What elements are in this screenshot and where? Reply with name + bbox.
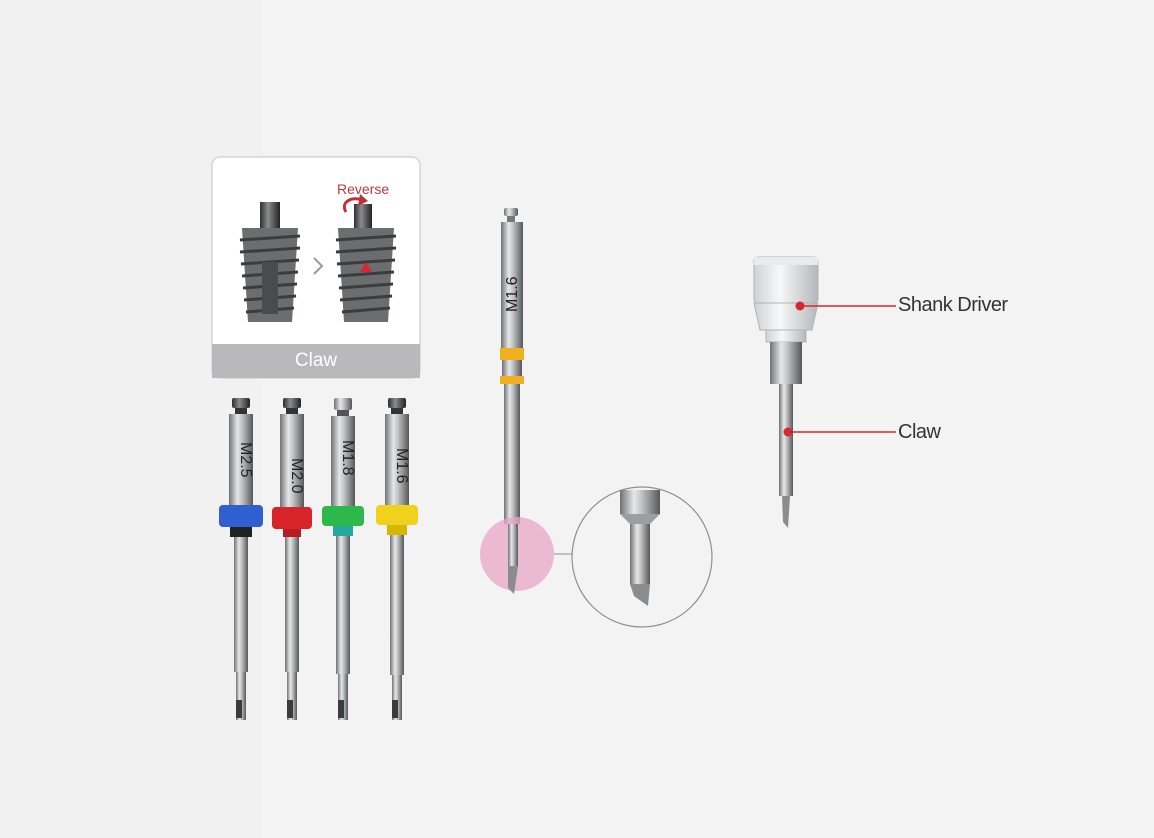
- driver-label-3: M1.8: [339, 440, 356, 476]
- driver-label-2: M2.0: [288, 458, 305, 494]
- claw-dot: [783, 427, 793, 437]
- chevron-right-icon: [313, 257, 324, 275]
- driver-label-1: M2.5: [237, 442, 254, 478]
- shank-dot: [795, 301, 805, 311]
- claw-inset: [211, 156, 421, 379]
- inset-caption: Claw: [212, 344, 420, 378]
- driver-m1-6: [376, 398, 418, 720]
- shank-driver-label: Shank Driver: [898, 294, 1008, 316]
- driver-m2-0: [272, 398, 312, 720]
- reverse-label: Reverse: [337, 181, 390, 197]
- driver-m1-8: [322, 398, 364, 720]
- main-driver-label: M1.6: [504, 276, 521, 312]
- implant-before-illustration: [239, 202, 301, 322]
- main-driver-illustration: [480, 208, 713, 628]
- claw-label: Claw: [898, 421, 941, 443]
- driver-label-4: M1.6: [393, 448, 410, 484]
- shank-driver-illustration: [753, 256, 896, 528]
- driver-m2-5: [219, 398, 263, 720]
- implant-after-illustration: [335, 194, 397, 322]
- driver-set: [219, 398, 418, 720]
